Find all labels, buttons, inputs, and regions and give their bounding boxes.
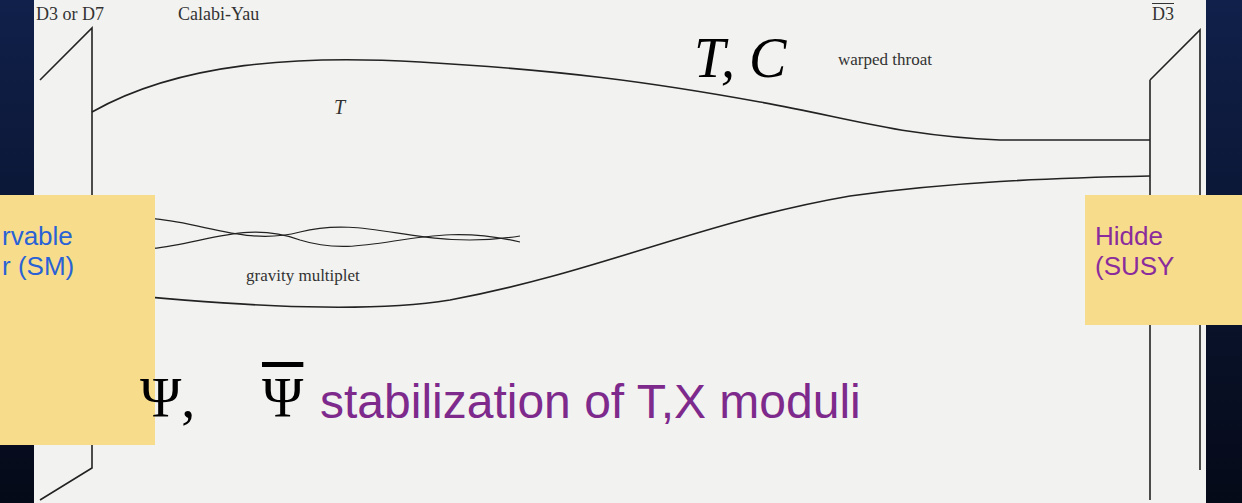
multiplet-label: gravity multiplet xyxy=(246,266,360,286)
throat-label: warped throat xyxy=(838,50,932,70)
sector-text: Hidde (SUSY xyxy=(1095,221,1185,281)
brane-label: D3 or D7 xyxy=(36,4,104,25)
stabilization-caption: stabilization of T,X moduli xyxy=(320,374,861,429)
brane-label: D3 xyxy=(1152,4,1174,25)
sector-box: Hidde (SUSY xyxy=(1085,195,1242,325)
sector-box: rvable r (SM) xyxy=(0,195,155,445)
field-symbol: Ψ xyxy=(262,366,303,430)
sector-text: rvable r (SM) xyxy=(2,221,88,281)
manifold-label: Calabi-Yau xyxy=(178,4,259,25)
field-symbol: Ψ, xyxy=(140,366,195,430)
moduli-symbol: T, C xyxy=(694,26,786,90)
modulus-label: T xyxy=(334,96,345,119)
